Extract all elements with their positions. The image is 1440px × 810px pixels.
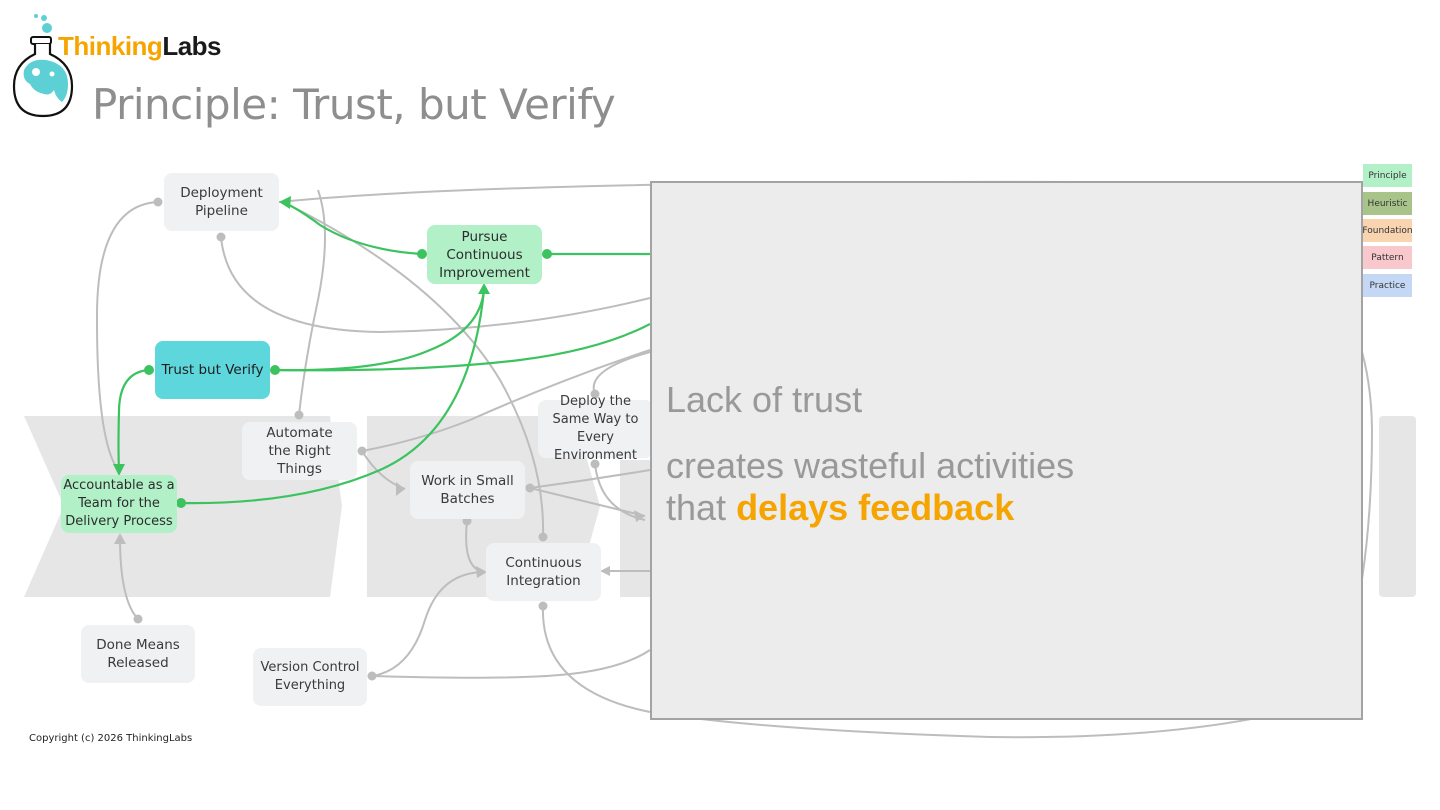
copyright: Copyright (c) 2026 ThinkingLabs: [29, 733, 193, 744]
callout-line-3-prefix: that: [666, 487, 737, 528]
callout-highlight: delays feedback: [736, 487, 1015, 528]
page-title: Principle: Trust, but Verify: [92, 80, 616, 129]
node-accountable-team[interactable]: Accountable as a Team for the Delivery P…: [61, 475, 177, 533]
callout-line-1: Lack of trust: [666, 379, 863, 420]
brand-wordmark: ThinkingLabs: [58, 31, 222, 62]
legend-practice: Practice: [1363, 274, 1412, 297]
arrowheads-grey: [114, 482, 645, 578]
callout-line-2: creates wasteful activities: [666, 445, 1075, 486]
node-pursue-continuous-improvement[interactable]: Pursue Continuous Improvement: [427, 225, 542, 284]
node-continuous-integration[interactable]: Continuous Integration: [486, 543, 601, 601]
node-automate-right-things[interactable]: Automate the Right Things: [242, 422, 357, 480]
legend-heuristic: Heuristic: [1363, 192, 1412, 215]
legend-principle: Principle: [1363, 164, 1412, 187]
edge-dots-grey: [133, 197, 600, 681]
callout-line-3: that delays feedback: [666, 487, 1014, 529]
node-trust-but-verify[interactable]: Trust but Verify: [155, 341, 270, 399]
callout-overlay: Lack of trust creates wasteful activitie…: [650, 181, 1363, 720]
node-done-means-released[interactable]: Done Means Released: [81, 625, 195, 683]
node-deploy-same-way[interactable]: Deploy the Same Way to Every Environment: [538, 394, 653, 463]
edge-dots-green: [144, 249, 552, 508]
brand-thinking: Thinking: [58, 31, 163, 61]
node-version-control-everything[interactable]: Version Control Everything: [253, 648, 367, 706]
legend-foundation: Foundation: [1362, 219, 1413, 242]
node-work-small-batches[interactable]: Work in Small Batches: [410, 461, 525, 519]
legend-pattern: Pattern: [1363, 246, 1412, 269]
chevron-stage-4: [1379, 416, 1416, 597]
thinkinglabs-logo: [12, 14, 74, 118]
brand-labs: Labs: [162, 31, 222, 61]
node-deployment-pipeline[interactable]: Deployment Pipeline: [164, 173, 279, 231]
arrowheads-green: [113, 196, 490, 476]
edges-green: [117, 202, 651, 505]
